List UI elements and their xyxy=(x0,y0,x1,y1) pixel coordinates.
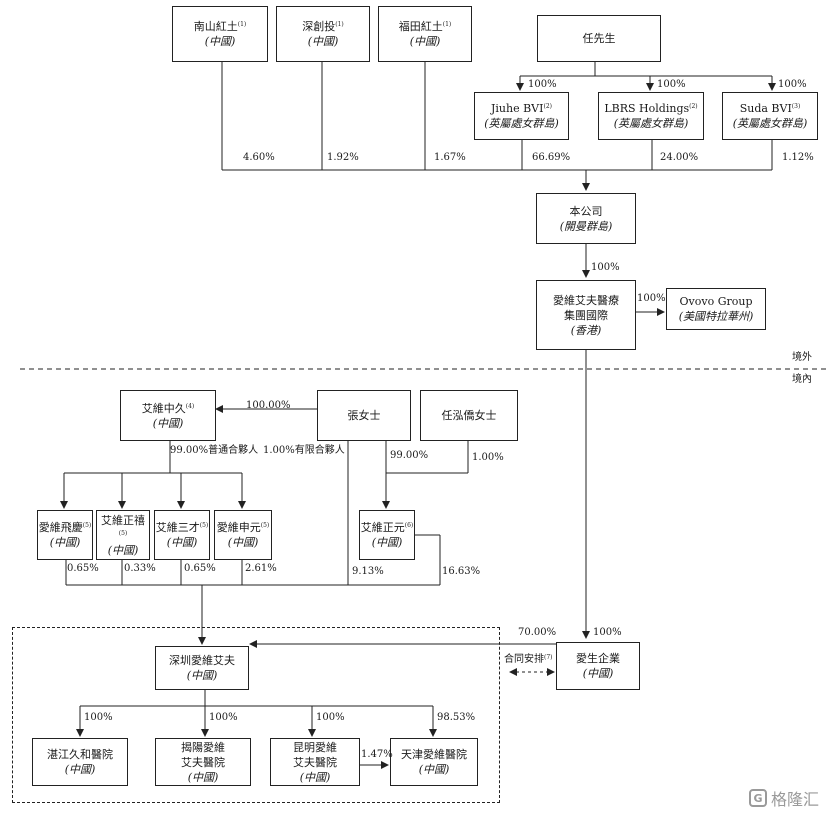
pct-company-hk: 100% xyxy=(591,262,620,273)
pct-zhang-zhengyuan: 99.00% xyxy=(390,450,429,461)
entity-feiqing: 愛維飛慶(5) (中國) xyxy=(37,510,93,560)
entity-ms-ren: 任泓僑女士 xyxy=(420,390,518,441)
pct-nanshan: 4.60% xyxy=(243,152,275,163)
watermark-text: 格隆汇 xyxy=(770,790,819,809)
watermark: G 格隆汇 xyxy=(748,786,819,810)
label-contract-arrangement: 合同安排(7) xyxy=(504,654,553,665)
pct-feiqing: 0.65% xyxy=(67,563,99,574)
pct-zhanjiang: 100% xyxy=(84,712,113,723)
g-logo-icon: G xyxy=(748,789,767,807)
entity-zhengyuan: 艾維正元(6) (中國) xyxy=(359,510,415,560)
pct-tianjin: 98.53% xyxy=(437,712,476,723)
pct-aisheng-sz: 70.00% xyxy=(518,627,557,638)
pct-hk-ovovo: 100% xyxy=(637,293,666,304)
label-limited-partner: 1.00%有限合夥人 xyxy=(263,445,345,456)
entity-tianjin-hospital: 天津愛維醫院 (中國) xyxy=(390,738,478,786)
entity-shenzhen-aier: 深圳愛維艾夫 (中國) xyxy=(155,646,249,690)
entity-ovovo: Ovovo Group (美國特拉華州) xyxy=(666,288,766,330)
entity-suda-bvi: Suda BVI(3) (英屬處女群島) xyxy=(722,92,818,140)
pct-suda: 1.12% xyxy=(782,152,814,163)
entity-mr-ren: 任先生 xyxy=(537,15,661,62)
pct-jiuhe: 66.69% xyxy=(532,152,571,163)
entity-shenyuan: 愛維申元(5) (中國) xyxy=(214,510,272,560)
entity-aier-zhongjiu: 艾維中久(4) (中國) xyxy=(120,390,216,441)
entity-company: 本公司 (開曼群島) xyxy=(536,193,636,244)
pct-zhang-direct: 9.13% xyxy=(352,566,384,577)
entity-nanshan: 南山紅土(1) (中國) xyxy=(172,6,268,62)
entity-aier-hk: 愛維艾夫醫療 集團國際 (香港) xyxy=(536,280,636,350)
pct-shenchuang: 1.92% xyxy=(327,152,359,163)
entity-ms-zhang: 張女士 xyxy=(317,390,411,441)
pct-jieyang: 100% xyxy=(209,712,238,723)
pct-jiuhe-top: 100% xyxy=(528,79,557,90)
entity-kunming-hospital: 昆明愛維 艾夫醫院 (中國) xyxy=(270,738,360,786)
entity-zhanjiang-hospital: 湛江久和醫院 (中國) xyxy=(32,738,128,786)
entity-lbrs-holdings: LBRS Holdings(2) (英屬處女群島) xyxy=(598,92,704,140)
pct-ren-zhengyuan: 1.00% xyxy=(472,452,504,463)
pct-zhengyuan-sz: 16.63% xyxy=(442,566,481,577)
pct-suda-top: 100% xyxy=(778,79,807,90)
pct-shenyuan: 2.61% xyxy=(245,563,277,574)
pct-lbrs: 24.00% xyxy=(660,152,699,163)
entity-jiuhe-bvi: Jiuhe BVI(2) (英屬處女群島) xyxy=(474,92,569,140)
entity-jieyang-hospital: 揭陽愛維 艾夫醫院 (中國) xyxy=(155,738,251,786)
label-offshore: 境外 xyxy=(792,352,812,363)
label-general-partner: 99.00%普通合夥人 xyxy=(170,445,259,456)
consolidated-group-boundary xyxy=(12,627,500,803)
pct-lbrs-top: 100% xyxy=(657,79,686,90)
entity-futian: 福田紅土(1) (中國) xyxy=(378,6,472,62)
entity-aisheng: 愛生企業 (中國) xyxy=(556,642,640,690)
pct-hk-aisheng: 100% xyxy=(593,627,622,638)
pct-zhengxi: 0.33% xyxy=(124,563,156,574)
pct-zhang-zhongjiu: 100.00% xyxy=(246,400,291,411)
pct-futian: 1.67% xyxy=(434,152,466,163)
entity-shenchuang: 深創投(1) (中國) xyxy=(276,6,370,62)
entity-sancai: 艾維三才(5) (中國) xyxy=(154,510,210,560)
pct-kunming-tianjin: 1.47% xyxy=(361,749,393,760)
label-onshore: 境內 xyxy=(792,374,812,385)
pct-sancai: 0.65% xyxy=(184,563,216,574)
entity-zhengxi: 艾維正禧(5) (中國) xyxy=(96,510,150,560)
pct-kunming: 100% xyxy=(316,712,345,723)
